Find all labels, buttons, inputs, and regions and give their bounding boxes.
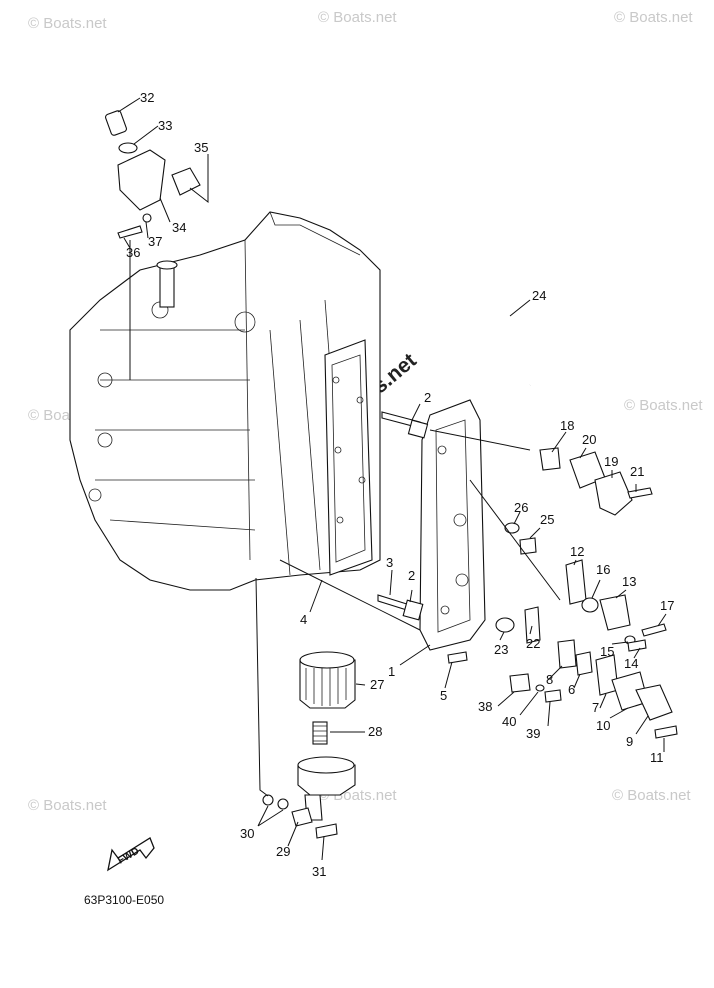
diagram-code: 63P3100-E050 bbox=[84, 893, 164, 907]
callout-10: 10 bbox=[596, 718, 610, 733]
engine-block bbox=[69, 211, 381, 591]
watermark-text: © Boats.net bbox=[318, 9, 397, 26]
callout-9: 9 bbox=[626, 734, 633, 749]
callout-1: 1 bbox=[388, 664, 395, 679]
watermark-text: © Boats.net bbox=[28, 15, 107, 32]
callout-12: 12 bbox=[570, 544, 584, 559]
callout-labels: 32 33 35 34 37 36 24 2 18 20 19 21 26 25… bbox=[126, 90, 674, 879]
watermark-text: © Boats.net bbox=[624, 397, 703, 414]
callout-6: 6 bbox=[568, 682, 575, 697]
cooling-cover-plate bbox=[419, 399, 486, 651]
callout-21: 21 bbox=[630, 464, 644, 479]
callout-35: 35 bbox=[194, 140, 208, 155]
callout-4: 4 bbox=[300, 612, 307, 627]
small-parts bbox=[377, 411, 678, 739]
callout-14: 14 bbox=[624, 656, 638, 671]
fwd-label: FWD bbox=[116, 846, 141, 867]
callout-16: 16 bbox=[596, 562, 610, 577]
callout-5: 5 bbox=[440, 688, 447, 703]
callout-19: 19 bbox=[604, 454, 618, 469]
callout-40: 40 bbox=[502, 714, 516, 729]
watermark-text: © Boats.net bbox=[612, 787, 691, 804]
callout-13: 13 bbox=[622, 574, 636, 589]
callout-25: 25 bbox=[540, 512, 554, 527]
callout-37: 37 bbox=[148, 234, 162, 249]
callout-26: 26 bbox=[514, 500, 528, 515]
callout-23: 23 bbox=[494, 642, 508, 657]
callout-22: 22 bbox=[526, 636, 540, 651]
callout-31: 31 bbox=[312, 864, 326, 879]
callout-29: 29 bbox=[276, 844, 290, 859]
callout-28: 28 bbox=[368, 724, 382, 739]
callout-33: 33 bbox=[158, 118, 172, 133]
callout-32: 32 bbox=[140, 90, 154, 105]
callout-30: 30 bbox=[240, 826, 254, 841]
watermark-text: © Boats.net bbox=[28, 797, 107, 814]
thermostat-housing-group bbox=[105, 110, 201, 239]
callout-15: 15 bbox=[600, 644, 614, 659]
callout-20: 20 bbox=[582, 432, 596, 447]
callout-34: 34 bbox=[172, 220, 186, 235]
watermark-text: © Boats.net bbox=[614, 9, 693, 26]
callout-39: 39 bbox=[526, 726, 540, 741]
callout-18: 18 bbox=[560, 418, 574, 433]
leader-lines bbox=[117, 97, 667, 861]
callout-2-upper: 2 bbox=[424, 390, 431, 405]
callout-3: 3 bbox=[386, 555, 393, 570]
water-hose bbox=[411, 288, 543, 386]
callout-36: 36 bbox=[126, 245, 140, 260]
callout-2-lower: 2 bbox=[408, 568, 415, 583]
forward-arrow: FWD bbox=[107, 837, 155, 872]
callout-8: 8 bbox=[546, 672, 553, 687]
callout-7: 7 bbox=[592, 700, 599, 715]
callout-11: 11 bbox=[650, 750, 664, 765]
callout-27: 27 bbox=[370, 677, 384, 692]
callout-24: 24 bbox=[532, 288, 546, 303]
callout-17: 17 bbox=[660, 598, 674, 613]
callout-38: 38 bbox=[478, 699, 492, 714]
oil-filter-group bbox=[262, 651, 356, 839]
